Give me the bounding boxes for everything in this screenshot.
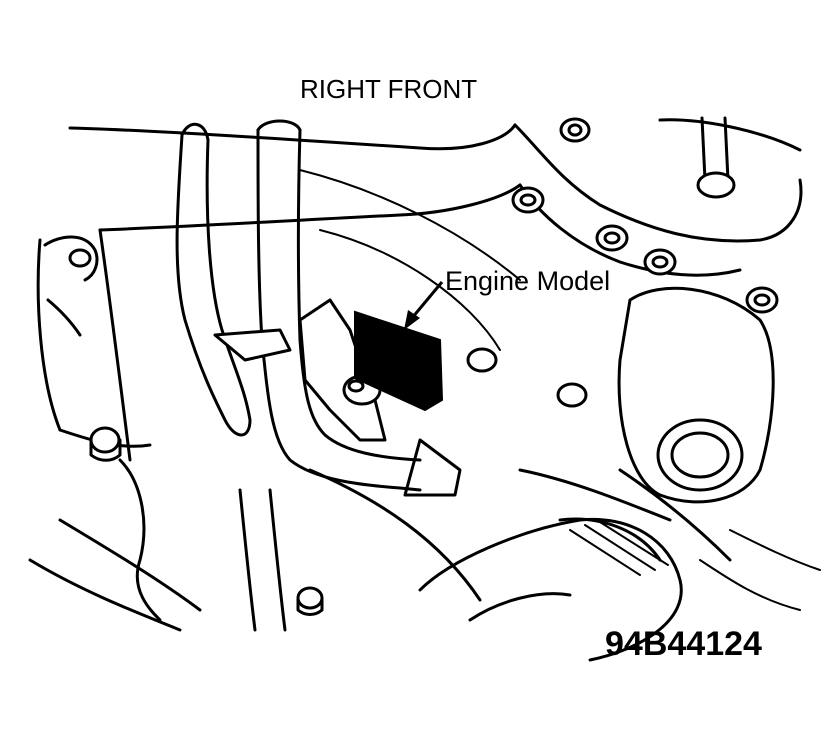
orientation-label: RIGHT FRONT: [300, 74, 477, 104]
left-housing: [43, 235, 162, 622]
right-housing: [617, 286, 775, 504]
engine-model-label: Engine Model: [445, 266, 610, 296]
engine-block-outline: [28, 118, 821, 632]
lower-assembly: [238, 488, 683, 662]
engine-model-plate: [354, 310, 444, 412]
figure-number: 94B44124: [605, 625, 762, 663]
engine-bolts: [296, 117, 779, 616]
upper-right-tube: [696, 116, 736, 199]
callout-arrow: [404, 281, 444, 330]
fuel-lines: [175, 119, 422, 492]
